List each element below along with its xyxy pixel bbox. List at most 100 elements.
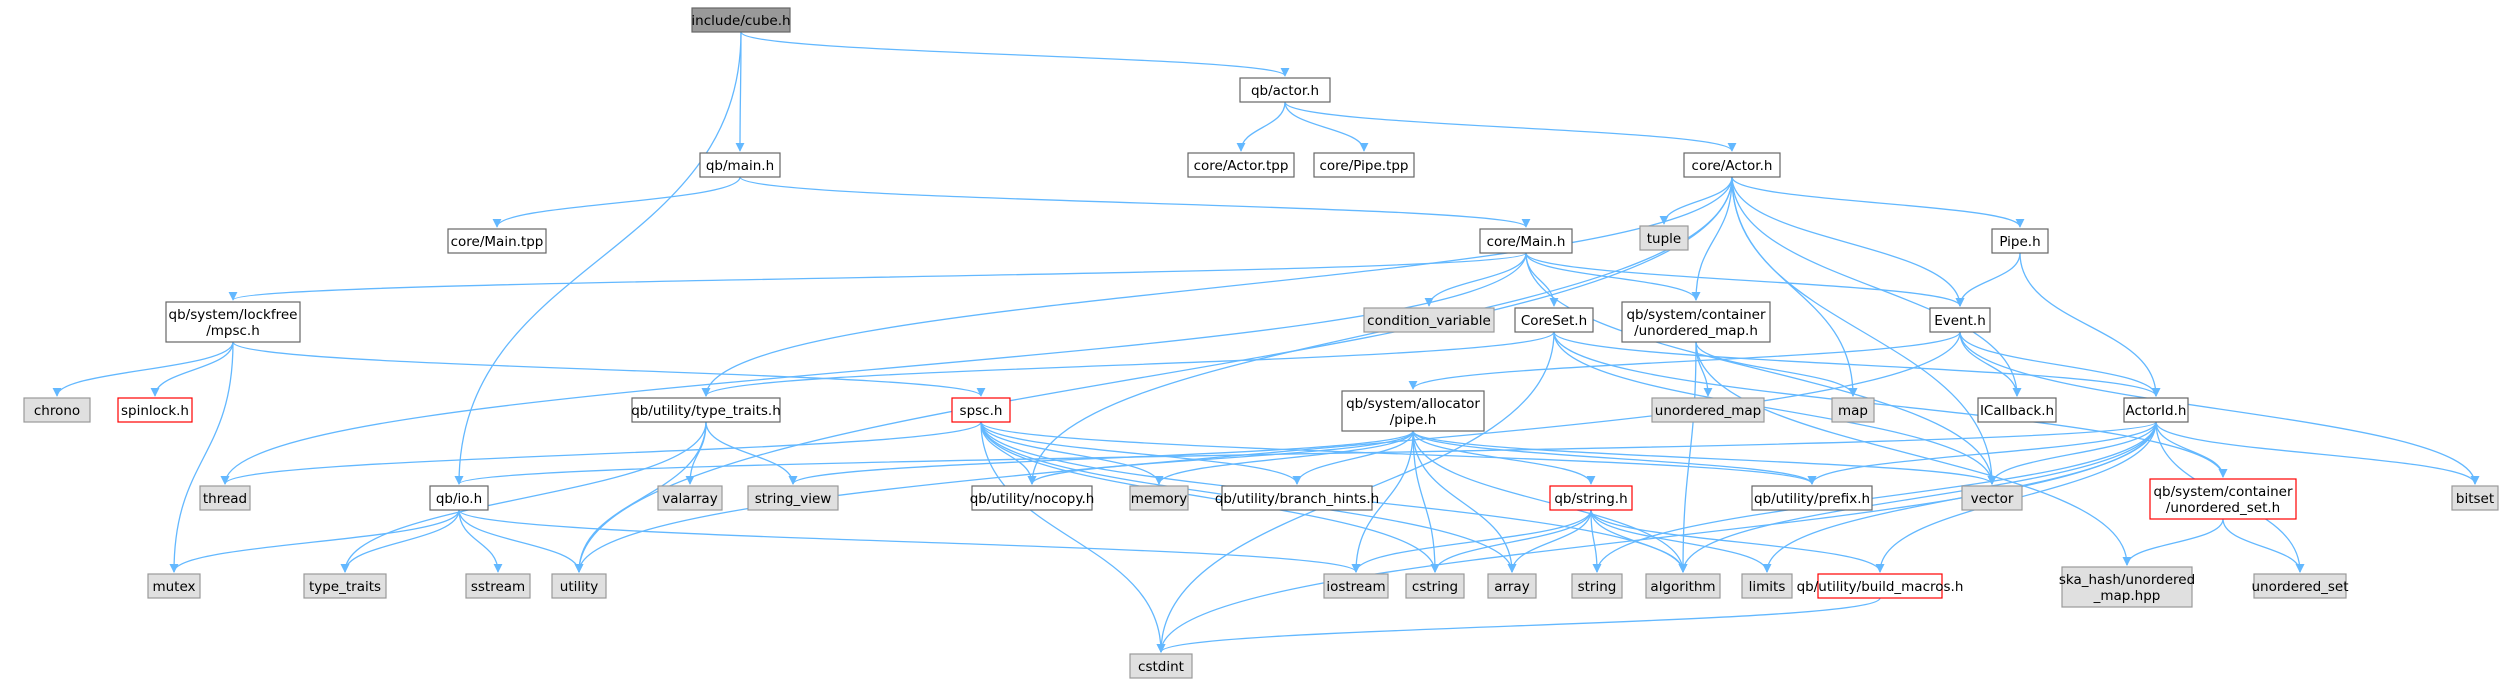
node-pipeh[interactable]: Pipe.h xyxy=(1991,228,2049,254)
node-thread[interactable]: thread xyxy=(199,485,251,511)
node-condvar[interactable]: condition_variable xyxy=(1363,307,1495,333)
node-coreactor[interactable]: core/Actor.h xyxy=(1683,152,1781,178)
node-qbio[interactable]: qb/io.h xyxy=(429,485,489,511)
edge-spsc-to-prefix xyxy=(980,421,1817,485)
edge-coremain-to-umaph xyxy=(1525,252,1701,301)
node-box xyxy=(147,573,201,599)
node-cstdint[interactable]: cstdint xyxy=(1129,653,1193,679)
node-label: qb/string.h xyxy=(1554,491,1627,507)
edge-event-to-icallback xyxy=(1959,331,2022,397)
node-allocpipe[interactable]: qb/system/allocator/pipe.h xyxy=(1341,390,1485,432)
node-spsc[interactable]: spsc.h xyxy=(951,397,1011,423)
edge-actorid-to-bitset xyxy=(2155,421,2480,485)
node-label: map xyxy=(1838,403,1868,419)
node-box xyxy=(1571,573,1623,599)
edge-mpsc-to-chrono xyxy=(52,341,234,397)
node-box xyxy=(1751,485,1873,511)
node-branch[interactable]: qb/utility/branch_hints.h xyxy=(1215,485,1379,511)
node-unordered-map[interactable]: unordered_map xyxy=(1651,397,1765,423)
edge-coreactor-to-tuple xyxy=(1659,176,1733,225)
node-usetph[interactable]: qb/system/container/unordered_set.h xyxy=(2149,478,2297,520)
node-label: _map.hpp xyxy=(2093,588,2161,604)
node-sstream[interactable]: sstream xyxy=(465,573,531,599)
node-label: qb/utility/prefix.h xyxy=(1754,491,1870,507)
node-spinlock[interactable]: spinlock.h xyxy=(117,397,193,423)
node-box xyxy=(2149,478,2297,520)
node-cstring[interactable]: cstring xyxy=(1405,573,1465,599)
node-label: cstdint xyxy=(1138,659,1184,675)
node-chrono[interactable]: chrono xyxy=(23,397,91,423)
edge-actorid-to-algorithm xyxy=(1678,421,2157,573)
node-mutex[interactable]: mutex xyxy=(147,573,201,599)
node-label: qb/io.h xyxy=(436,491,482,507)
node-skahash[interactable]: ska_hash/unordered_map.hpp xyxy=(2059,566,2195,608)
node-box xyxy=(429,485,489,511)
node-label: spsc.h xyxy=(960,403,1003,419)
node-label: ska_hash/unordered xyxy=(2059,572,2195,588)
node-box xyxy=(23,397,91,423)
node-umaph[interactable]: qb/system/container/unordered_map.h xyxy=(1621,301,1771,343)
node-box xyxy=(657,485,723,511)
node-label: qb/main.h xyxy=(706,158,774,174)
node-label: ICallback.h xyxy=(1980,403,2054,419)
node-main[interactable]: qb/main.h xyxy=(699,152,781,178)
edge-coreset-to-actorid xyxy=(1553,331,2161,397)
edge-qbstring-to-array xyxy=(1507,509,1592,573)
edge-actor-to-coreactor xyxy=(1284,101,1737,152)
node-maintpp[interactable]: core/Main.tpp xyxy=(447,228,547,254)
edge-allocpipe-to-qbstring xyxy=(1412,430,1596,485)
node-unordered-set[interactable]: unordered_set xyxy=(2251,573,2349,599)
node-coremain[interactable]: core/Main.h xyxy=(1479,228,1573,254)
node-pipetpp[interactable]: core/Pipe.tpp xyxy=(1313,152,1415,178)
node-qbstring[interactable]: qb/string.h xyxy=(1549,485,1633,511)
node-buildmacros[interactable]: qb/utility/build_macros.h xyxy=(1797,573,1964,599)
node-box xyxy=(2451,485,2499,511)
node-string-view[interactable]: string_view xyxy=(747,485,839,511)
node-label: qb/system/lockfree xyxy=(169,307,298,323)
node-valarray[interactable]: valarray xyxy=(657,485,723,511)
edge-umaph-to-map xyxy=(1695,341,1858,397)
node-limits[interactable]: limits xyxy=(1741,573,1793,599)
node-vector[interactable]: vector xyxy=(1961,485,2023,511)
node-label: unordered_set xyxy=(2251,579,2348,595)
edge-coreset-to-typetraits_qb xyxy=(701,331,1555,397)
node-label: /unordered_map.h xyxy=(1634,323,1758,339)
node-label: /unordered_set.h xyxy=(2166,500,2280,516)
node-bitset[interactable]: bitset xyxy=(2451,485,2499,511)
node-actor[interactable]: qb/actor.h xyxy=(1239,77,1331,103)
node-tuple[interactable]: tuple xyxy=(1639,225,1689,251)
node-box xyxy=(631,397,781,423)
node-box xyxy=(1621,301,1771,343)
node-algorithm[interactable]: algorithm xyxy=(1645,573,1721,599)
node-box xyxy=(447,228,547,254)
node-type-traits[interactable]: type_traits xyxy=(303,573,387,599)
node-map[interactable]: map xyxy=(1831,397,1875,423)
edge-allocpipe-to-array xyxy=(1412,430,1517,573)
node-iostream[interactable]: iostream xyxy=(1323,573,1389,599)
node-cube[interactable]: include/cube.h xyxy=(691,7,791,33)
node-nocopy[interactable]: qb/utility/nocopy.h xyxy=(970,485,1095,511)
node-coreset[interactable]: CoreSet.h xyxy=(1514,307,1594,333)
node-box xyxy=(1405,573,1465,599)
node-actortpp[interactable]: core/Actor.tpp xyxy=(1187,152,1295,178)
node-box xyxy=(1187,152,1295,178)
node-label: sstream xyxy=(471,579,525,595)
node-prefix[interactable]: qb/utility/prefix.h xyxy=(1751,485,1873,511)
node-typetraits-qb[interactable]: qb/utility/type_traits.h xyxy=(631,397,781,423)
node-actorid[interactable]: ActorId.h xyxy=(2123,397,2189,423)
node-utility[interactable]: utility xyxy=(551,573,607,599)
edge-allocpipe-to-branch xyxy=(1292,430,1414,485)
edge-pipeh-to-actorid xyxy=(2019,252,2161,397)
node-icallback[interactable]: ICallback.h xyxy=(1977,397,2057,423)
node-label: Pipe.h xyxy=(1999,234,2040,250)
node-event[interactable]: Event.h xyxy=(1929,307,1991,333)
node-array[interactable]: array xyxy=(1487,573,1537,599)
node-box xyxy=(1961,485,2023,511)
edge-coreactor-to-pipeh xyxy=(1731,176,2025,228)
node-memory[interactable]: memory xyxy=(1129,485,1189,511)
node-box xyxy=(1323,573,1389,599)
node-box xyxy=(1817,573,1943,599)
node-string[interactable]: string xyxy=(1571,573,1623,599)
edge-allocpipe-to-algorithm xyxy=(1412,430,1688,573)
node-mpsc[interactable]: qb/system/lockfree/mpsc.h xyxy=(165,301,301,343)
